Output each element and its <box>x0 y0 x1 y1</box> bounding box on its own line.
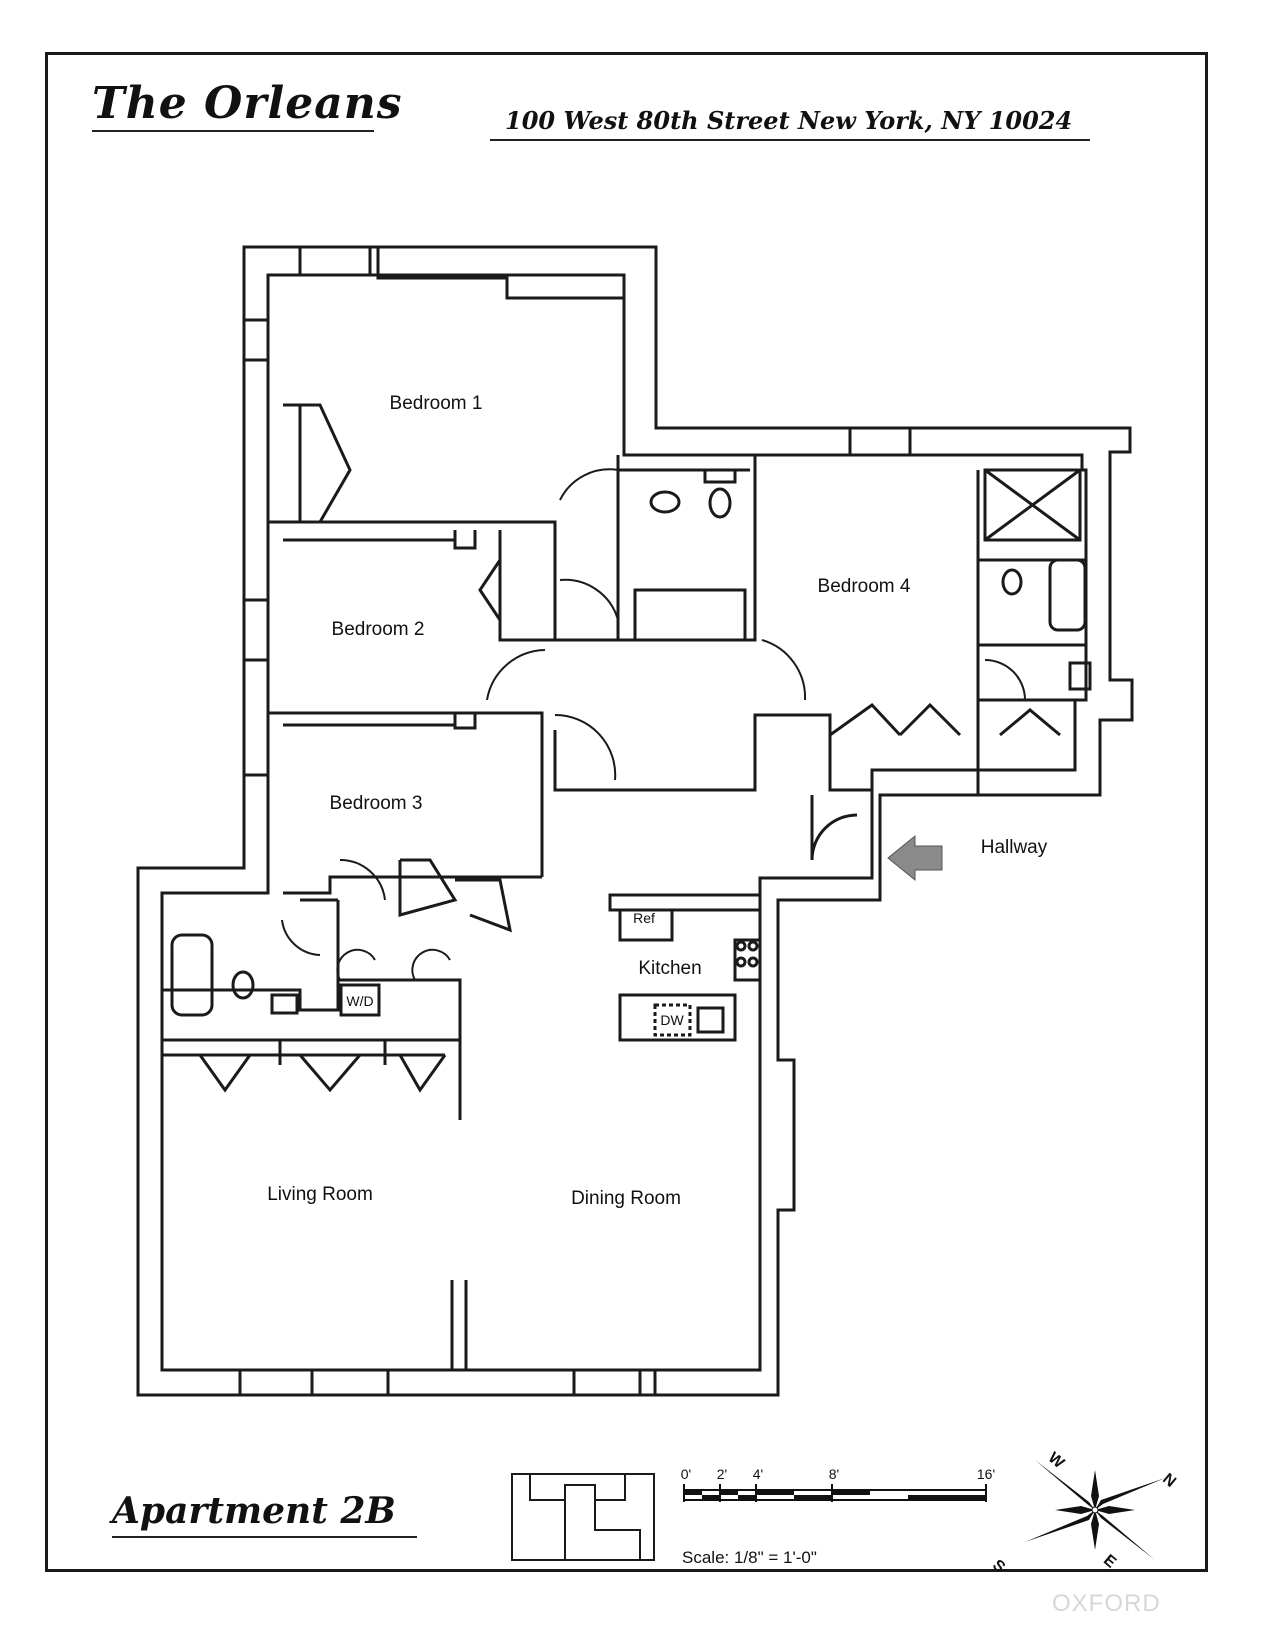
exterior-wall <box>136 245 1134 1397</box>
scale-bar-graphic <box>683 1484 987 1502</box>
scale-tick-0: 0' <box>680 1466 692 1482</box>
label-washer-dryer: W/D <box>346 993 374 1009</box>
watermark: OXFORD <box>1052 1590 1161 1617</box>
label-living-room: Living Room <box>267 1184 373 1205</box>
compass-rose-icon <box>1025 1460 1165 1560</box>
label-bedroom-3: Bedroom 3 <box>329 793 423 814</box>
label-dishwasher: DW <box>660 1012 684 1028</box>
label-refrigerator: Ref <box>633 910 655 926</box>
label-bedroom-4: Bedroom 4 <box>817 576 911 597</box>
key-plan <box>511 1473 655 1561</box>
entry-arrow-icon <box>887 834 943 882</box>
label-dining-room: Dining Room <box>571 1188 681 1209</box>
scale-tick-2: 2' <box>716 1466 728 1482</box>
building-name-underline <box>92 130 374 132</box>
page-border <box>45 52 1208 1572</box>
scale-tick-8: 8' <box>828 1466 840 1482</box>
label-kitchen: Kitchen <box>638 958 702 979</box>
apartment-underline <box>112 1536 417 1538</box>
scale-tick-16: 16' <box>976 1466 996 1482</box>
label-bedroom-2: Bedroom 2 <box>331 619 425 640</box>
interior-wall-line <box>160 273 1088 1372</box>
building-address: 100 West 80th Street New York, NY 10024 <box>505 106 1073 135</box>
scale-tick-4: 4' <box>752 1466 764 1482</box>
address-underline <box>490 139 1090 141</box>
label-hallway: Hallway <box>980 837 1048 858</box>
apartment-label: Apartment 2B <box>112 1490 396 1532</box>
building-name: The Orleans <box>92 78 403 129</box>
scale-text: Scale: 1/8" = 1'-0" <box>682 1548 817 1567</box>
label-bedroom-1: Bedroom 1 <box>389 393 483 414</box>
